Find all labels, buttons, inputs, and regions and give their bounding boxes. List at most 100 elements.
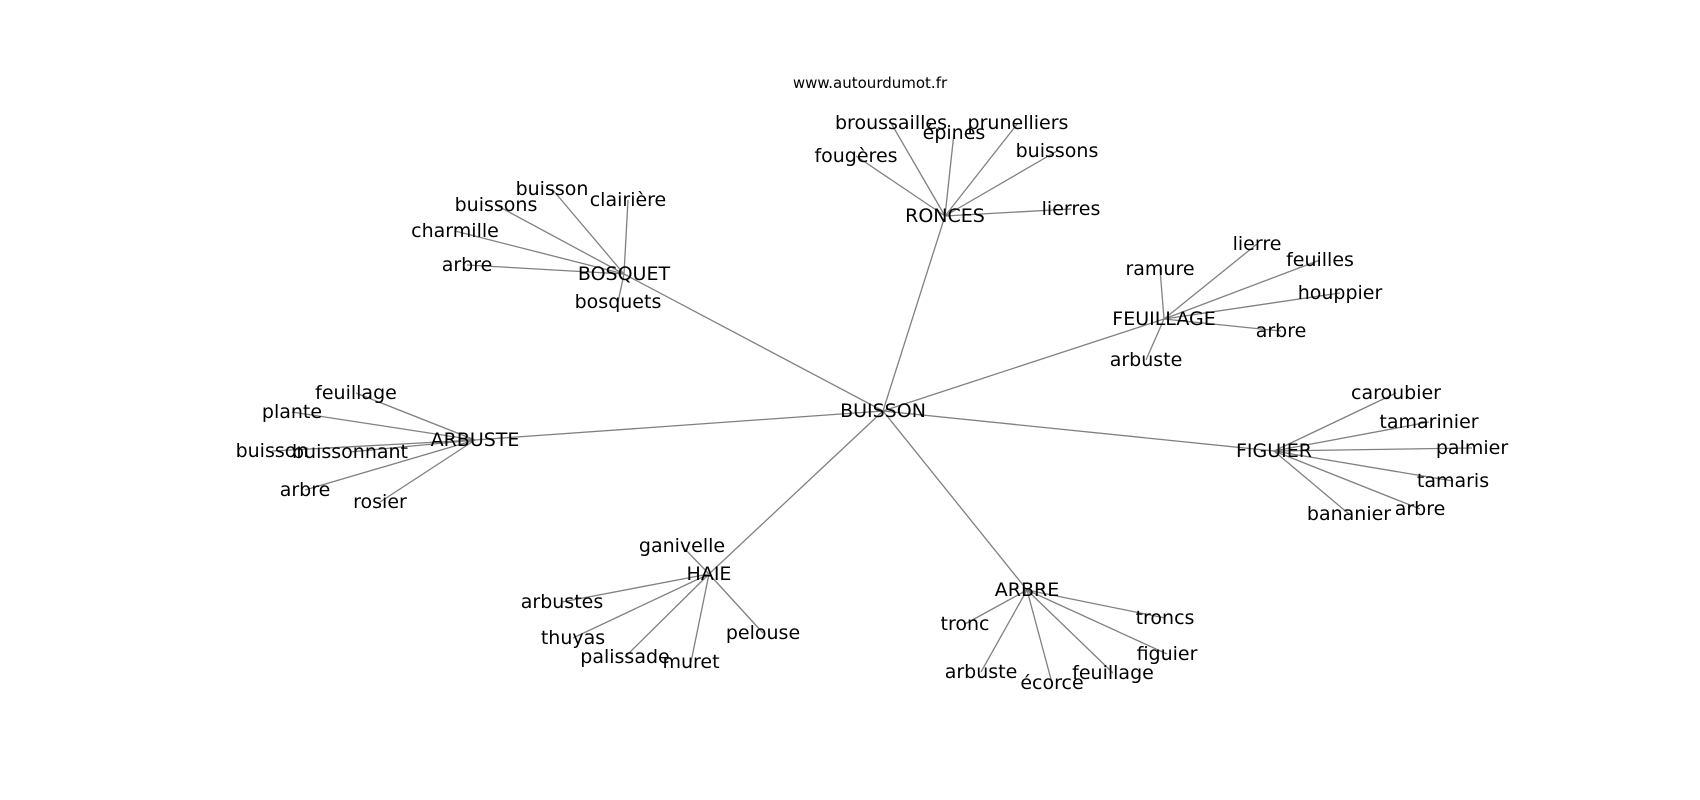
edge-arbuste-leaf (355, 392, 476, 441)
edge-bosquet-leaf (495, 204, 625, 275)
edge-bosquet-leaf (454, 230, 625, 275)
leaf-node-label: écorce (1020, 672, 1083, 694)
edge-center-haie (708, 410, 884, 575)
leaf-node-label: ganivelle (639, 535, 725, 557)
leaf-node-label: feuillage (1072, 662, 1154, 684)
leaf-node-label: bananier (1307, 503, 1391, 525)
leaf-node-label: ramure (1125, 258, 1194, 280)
hub-node-label: FIGUIER (1236, 440, 1312, 462)
leaf-node-label: épines (923, 122, 986, 144)
edge-haie-leaf (572, 573, 710, 639)
edge-ronces-leaf (890, 122, 946, 217)
leaf-node-label: figuier (1137, 643, 1198, 665)
leaf-node-label: buissons (1016, 140, 1099, 162)
edge-figuier-leaf (1273, 392, 1397, 452)
leaf-node-label: buissons (455, 194, 538, 216)
leaf-node-label: houppier (1298, 282, 1383, 304)
leaf-node-label: prunelliers (968, 112, 1069, 134)
hub-node-label: HAIE (687, 563, 732, 585)
edge-feuillage-leaf (1163, 292, 1341, 320)
edge-ronces-leaf (855, 155, 946, 217)
leaf-node-label: arbuste (1110, 349, 1183, 371)
edge-arbuste-leaf (304, 439, 476, 491)
leaf-node-label: rosier (353, 491, 407, 513)
edge-feuillage-leaf (1163, 318, 1282, 332)
leaf-node-label: arbre (280, 479, 331, 501)
leaf-node-label: buissonnant (292, 441, 408, 463)
leaf-node-label: bosquets (575, 291, 662, 313)
edge-bosquet-leaf (623, 199, 629, 275)
edge-haie-leaf (708, 573, 764, 634)
leaf-node-label: tamaris (1417, 470, 1489, 492)
hub-node-label: FEUILLAGE (1112, 308, 1215, 330)
leaf-node-label: arbre (1256, 320, 1307, 342)
leaf-node-label: buisson (236, 440, 309, 462)
edge-bosquet-leaf (551, 188, 625, 275)
leaf-node-label: caroubier (1351, 382, 1441, 404)
leaf-node-label: tamarinier (1379, 411, 1478, 433)
edge-arbre-leaf (1026, 589, 1166, 619)
edge-feuillage-leaf (1163, 243, 1258, 320)
edge-layer (271, 122, 1473, 684)
edge-arbre-leaf (980, 589, 1028, 673)
leaf-node-label: feuillage (315, 382, 397, 404)
leaf-node-label: palmier (1436, 437, 1508, 459)
leaf-node-label: buisson (516, 178, 589, 200)
leaf-node-label: arbre (1395, 498, 1446, 520)
site-credit: www.autourdumot.fr (793, 74, 948, 92)
edge-ronces-leaf (944, 208, 1072, 217)
leaf-node-label: thuyas (541, 627, 605, 649)
hub-node-label: ARBRE (995, 579, 1059, 601)
leaf-node-label: palissade (580, 646, 669, 668)
edge-figuier-leaf (1273, 450, 1454, 482)
leaf-node-label: clairière (590, 189, 667, 211)
edge-ronces-leaf (944, 122, 1019, 217)
edge-ronces-leaf (944, 132, 955, 217)
leaf-node-label: lierre (1233, 233, 1282, 255)
leaf-node-label: pelouse (726, 622, 800, 644)
edge-arbre-leaf (964, 589, 1028, 625)
edge-figuier-leaf (1273, 447, 1473, 452)
leaf-node-label: fougères (814, 145, 897, 167)
edge-center-arbuste (474, 410, 884, 441)
hub-node-label: RONCES (905, 205, 985, 227)
edge-center-ronces (882, 215, 946, 412)
label-layer: BUISSON RONCES broussaillesépinesprunellie… (236, 112, 1509, 694)
hub-node-label: ARBUSTE (431, 429, 520, 451)
leaf-node-label: broussailles (835, 112, 947, 134)
leaf-node-label: troncs (1136, 607, 1195, 629)
edge-center-figuier (882, 410, 1275, 452)
edge-center-bosquet (623, 273, 884, 412)
leaf-node-label: charmille (411, 220, 499, 242)
edge-haie-leaf (690, 573, 710, 663)
leaf-node-label: lierres (1042, 198, 1101, 220)
edge-haie-leaf (681, 545, 710, 575)
edge-figuier-leaf (1273, 450, 1421, 510)
leaf-node-label: plante (262, 401, 322, 423)
leaf-node-label: feuilles (1286, 249, 1354, 271)
edge-figuier-leaf (1273, 450, 1350, 515)
edge-arbuste-leaf (379, 439, 476, 503)
edge-bosquet-leaf (466, 264, 625, 275)
edge-feuillage-leaf (1163, 259, 1321, 320)
edge-bosquet-leaf (617, 273, 625, 303)
edge-haie-leaf (624, 573, 710, 658)
leaf-node-label: muret (662, 651, 719, 673)
edge-arbre-leaf (1026, 589, 1168, 655)
edge-feuillage-leaf (1145, 318, 1165, 361)
edge-arbuste-leaf (291, 411, 476, 441)
leaf-node-label: arbuste (945, 661, 1018, 683)
edge-feuillage-leaf (1159, 268, 1165, 320)
edge-haie-leaf (561, 573, 710, 603)
hub-node-label: BOSQUET (578, 263, 671, 285)
edge-figuier-leaf (1273, 421, 1430, 452)
leaf-node-label: tronc (941, 613, 990, 635)
edge-arbre-leaf (1026, 589, 1053, 684)
edge-ronces-leaf (944, 150, 1058, 217)
edge-arbuste-leaf (271, 439, 476, 452)
leaf-node-label: arbustes (521, 591, 604, 613)
edge-center-arbre (882, 410, 1028, 591)
leaf-node-label: arbre (442, 254, 493, 276)
center-node-label: BUISSON (840, 400, 926, 422)
